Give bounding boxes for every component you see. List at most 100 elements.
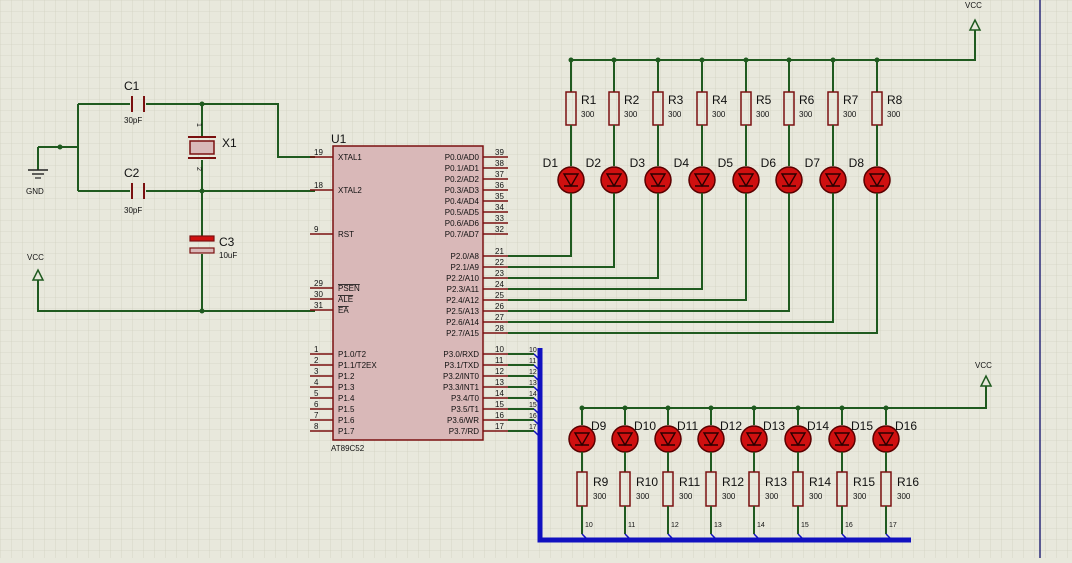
resistor-value: 300 (809, 492, 823, 501)
mcu-pin-number: 22 (495, 258, 504, 267)
led-ref: D2 (586, 156, 602, 170)
resistor-value: 300 (636, 492, 650, 501)
resistor-value: 300 (887, 110, 901, 119)
mcu-pin-number: 30 (314, 290, 323, 299)
bus-entry (533, 364, 541, 372)
mcu-pin-label: XTAL1 (338, 153, 362, 162)
mcu-pin-number: 3 (314, 367, 319, 376)
mcu-pin-label: P2.6/A14 (446, 318, 479, 327)
mcu-pin-label: ALE (338, 295, 353, 304)
net-label: 11 (529, 358, 536, 365)
net-label: 13 (714, 522, 722, 529)
mcu-pin-number: 12 (495, 367, 504, 376)
mcu-pin-number: 25 (495, 291, 504, 300)
led-icon (819, 166, 847, 194)
mcu-pin-label: P0.2/AD2 (445, 175, 480, 184)
net-label: 12 (529, 369, 537, 376)
mcu-pin-number: 29 (314, 279, 323, 288)
led-icon (732, 166, 760, 194)
top-vcc-rail (571, 30, 976, 61)
mcu-pin-number: 27 (495, 313, 504, 322)
diode-symbol-icon (824, 173, 842, 188)
c2-ref: C2 (124, 166, 140, 180)
mcu-pin-label: P3.6/WR (447, 416, 479, 425)
c1-value: 30pF (124, 116, 142, 125)
mcu-pin-number: 7 (314, 411, 319, 420)
mcu-pin-label: P3.4/T0 (451, 394, 480, 403)
mcu-pin-label: PSEN (338, 284, 360, 293)
led-ref: D15 (851, 419, 873, 433)
led-ref: D8 (849, 156, 865, 170)
x1-pin2: 2 (195, 167, 202, 171)
c1-ref: C1 (124, 79, 140, 93)
c1-wire (78, 103, 315, 158)
vcc-arrow-icon (31, 268, 45, 281)
resistor-ref: R10 (636, 475, 658, 489)
mcu-pin-label: P2.1/A9 (451, 263, 480, 272)
mcu-pin-label: P1.2 (338, 372, 355, 381)
mcu-pin-label: P3.3/INT1 (443, 383, 480, 392)
net-label: 16 (845, 522, 853, 529)
c2-value: 30pF (124, 206, 142, 215)
vcc-top-label: VCC (965, 1, 982, 10)
diode-symbol-icon (649, 173, 667, 188)
resistor-ref: R12 (722, 475, 744, 489)
led-to-p2-wire (508, 193, 615, 268)
net-label: 13 (529, 380, 537, 387)
diode-symbol-icon (868, 173, 886, 188)
oscillator-section: GND C1 30pF C2 30pF X1 1 2 C3 10uF (26, 79, 315, 314)
diode-symbol-icon (693, 173, 711, 188)
mcu-pin-label: P3.2/INT0 (443, 372, 480, 381)
mcu-pin-label: P1.0/T2 (338, 350, 367, 359)
mcu-pin-number: 33 (495, 214, 504, 223)
c3-value: 10uF (219, 251, 237, 260)
resistor-ref: R6 (799, 93, 815, 107)
bus-entry (533, 353, 541, 361)
led-ref: D4 (674, 156, 690, 170)
mcu-pin-number: 38 (495, 159, 504, 168)
bus-entry (533, 430, 541, 438)
diode-symbol-icon (877, 432, 895, 447)
mcu-pin-label: P2.7/A15 (446, 329, 479, 338)
mcu-pin-label: P0.5/AD5 (445, 208, 480, 217)
resistor-value: 300 (668, 110, 682, 119)
net-label: 15 (529, 402, 537, 409)
mcu-pin-number: 4 (314, 378, 319, 387)
port3-bus (537, 348, 911, 543)
resistor-value: 300 (799, 110, 813, 119)
mcu-pin-label: P2.5/A13 (446, 307, 479, 316)
resistor-ref: R5 (756, 93, 772, 107)
mcu-pin-label: P0.1/AD1 (445, 164, 480, 173)
led-ref: D5 (718, 156, 734, 170)
mcu-pin-label: P1.7 (338, 427, 355, 436)
net-label: 17 (529, 424, 537, 431)
led-to-p2-wire (508, 193, 572, 257)
resistor-value: 300 (624, 110, 638, 119)
led-ref: D16 (895, 419, 917, 433)
mcu-at89c52[interactable]: U1 AT89C52 19XTAL118XTAL29RST29PSEN30ALE… (310, 132, 508, 453)
mcu-pin-label: P1.5 (338, 405, 355, 414)
vcc-left-label: VCC (27, 253, 44, 262)
mcu-pin-number: 37 (495, 170, 504, 179)
vcc-arrow-icon (968, 18, 982, 31)
diode-symbol-icon (573, 432, 591, 447)
led-icon (557, 166, 585, 194)
diode-symbol-icon (789, 432, 807, 447)
resistor-ref: R16 (897, 475, 919, 489)
net-label: 11 (628, 522, 635, 529)
c3-ref: C3 (219, 235, 235, 249)
bus-entry (533, 375, 541, 383)
mcu-pin-number: 24 (495, 280, 504, 289)
resistor-value: 300 (756, 110, 770, 119)
mcu-pin-number: 11 (495, 356, 504, 365)
mcu-pin-label: P0.3/AD3 (445, 186, 480, 195)
bus-entry (533, 397, 541, 405)
resistor-ref: R1 (581, 93, 597, 107)
mcu-right-pins: 39P0.0/AD038P0.1/AD137P0.2/AD236P0.3/AD3… (443, 148, 508, 436)
